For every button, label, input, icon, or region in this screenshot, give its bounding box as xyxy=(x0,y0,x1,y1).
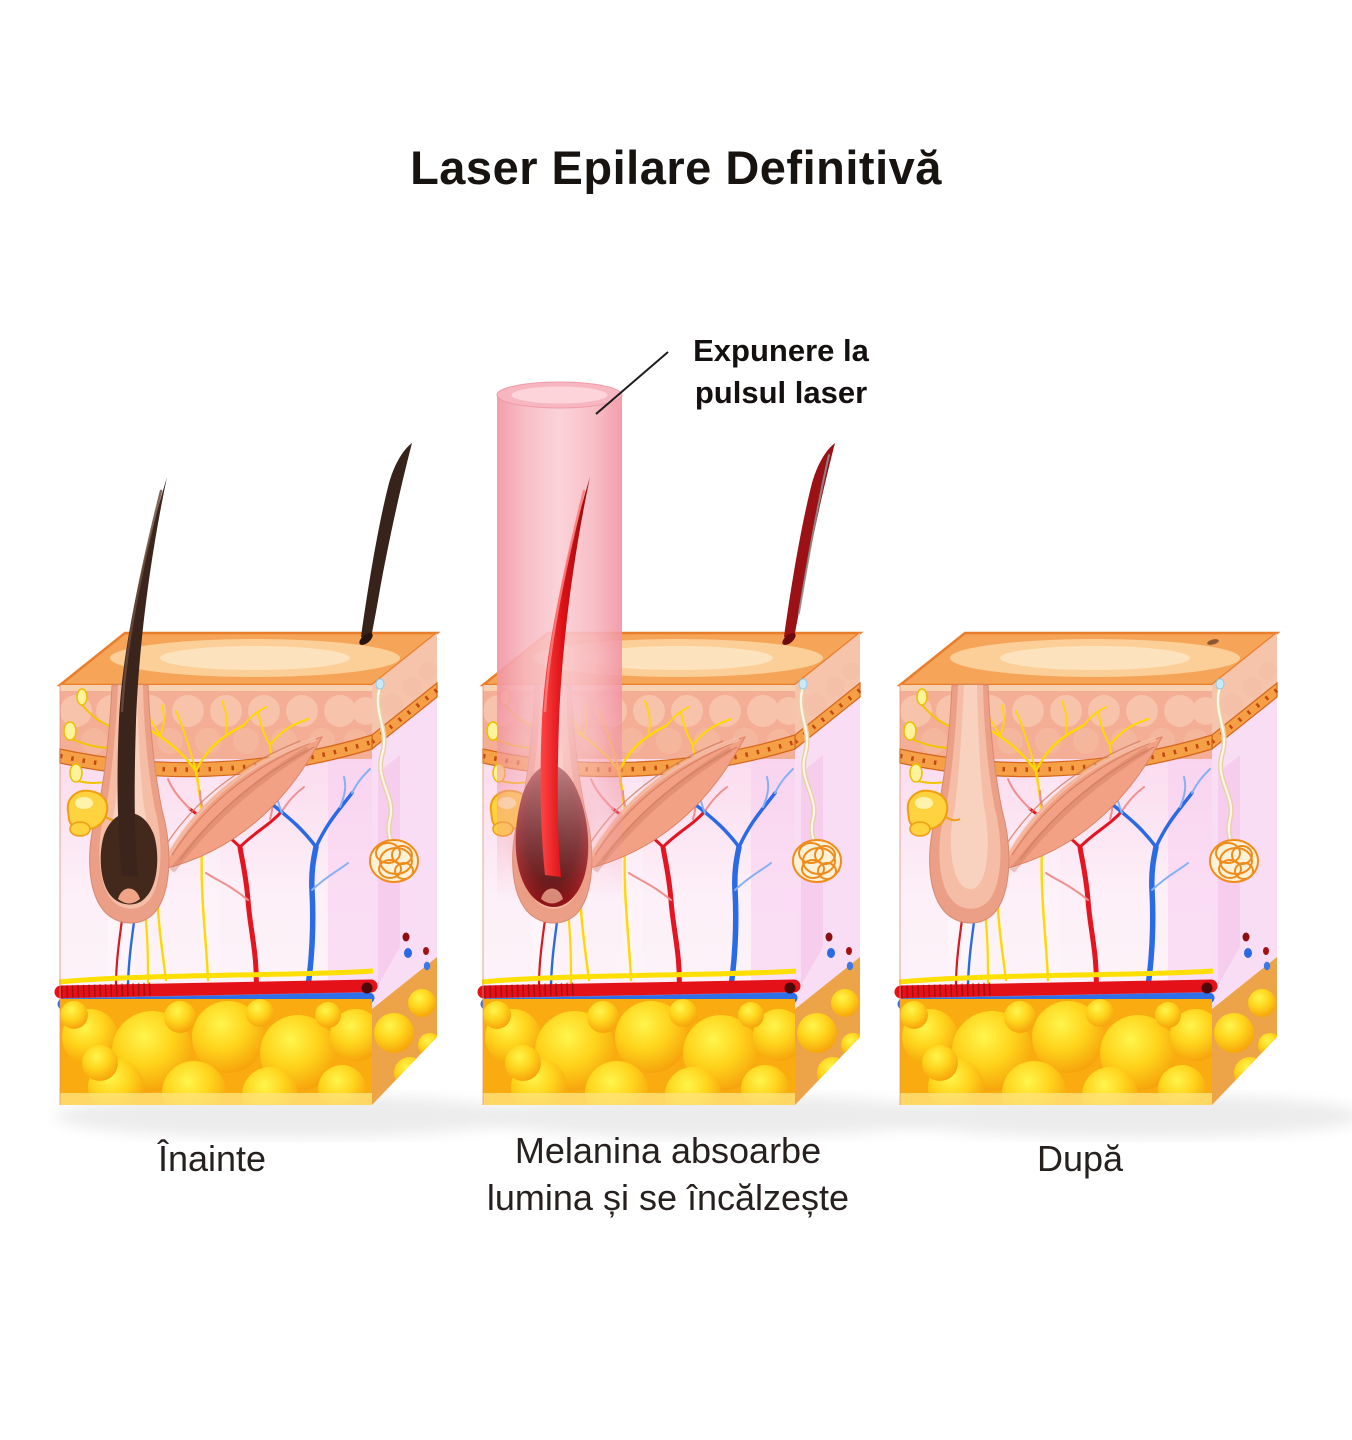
dermal-papilla xyxy=(118,888,140,904)
hair-right-before xyxy=(359,443,412,645)
skin-block-before xyxy=(59,443,442,1125)
laser-pulse-annotation: Expunere la pulsul laser xyxy=(616,330,946,414)
hair-main-heated xyxy=(540,477,590,877)
hair-right-during xyxy=(782,443,835,645)
page-title: Laser Epilare Definitivă xyxy=(410,141,942,194)
caption-during-line1: Melanina absoarbe xyxy=(514,1130,822,1171)
hair-main-before xyxy=(117,477,167,904)
caption-after: După xyxy=(1036,1138,1124,1179)
annotation-line1: Expunere la xyxy=(693,333,869,368)
caption-during-line2: lumina și se încălzește xyxy=(486,1176,850,1218)
skin-block-after xyxy=(899,633,1282,1125)
annotation-leader-line xyxy=(595,351,669,415)
caption-before: Înainte xyxy=(157,1138,267,1179)
closed-pore xyxy=(1207,639,1219,645)
skin-block-during xyxy=(482,381,865,1125)
caption-during: Melanina absoarbe lumina și se încălzeșt… xyxy=(428,1128,908,1222)
annotation-line2: pulsul laser xyxy=(694,375,868,411)
skin-block-base-use xyxy=(899,633,1282,1125)
